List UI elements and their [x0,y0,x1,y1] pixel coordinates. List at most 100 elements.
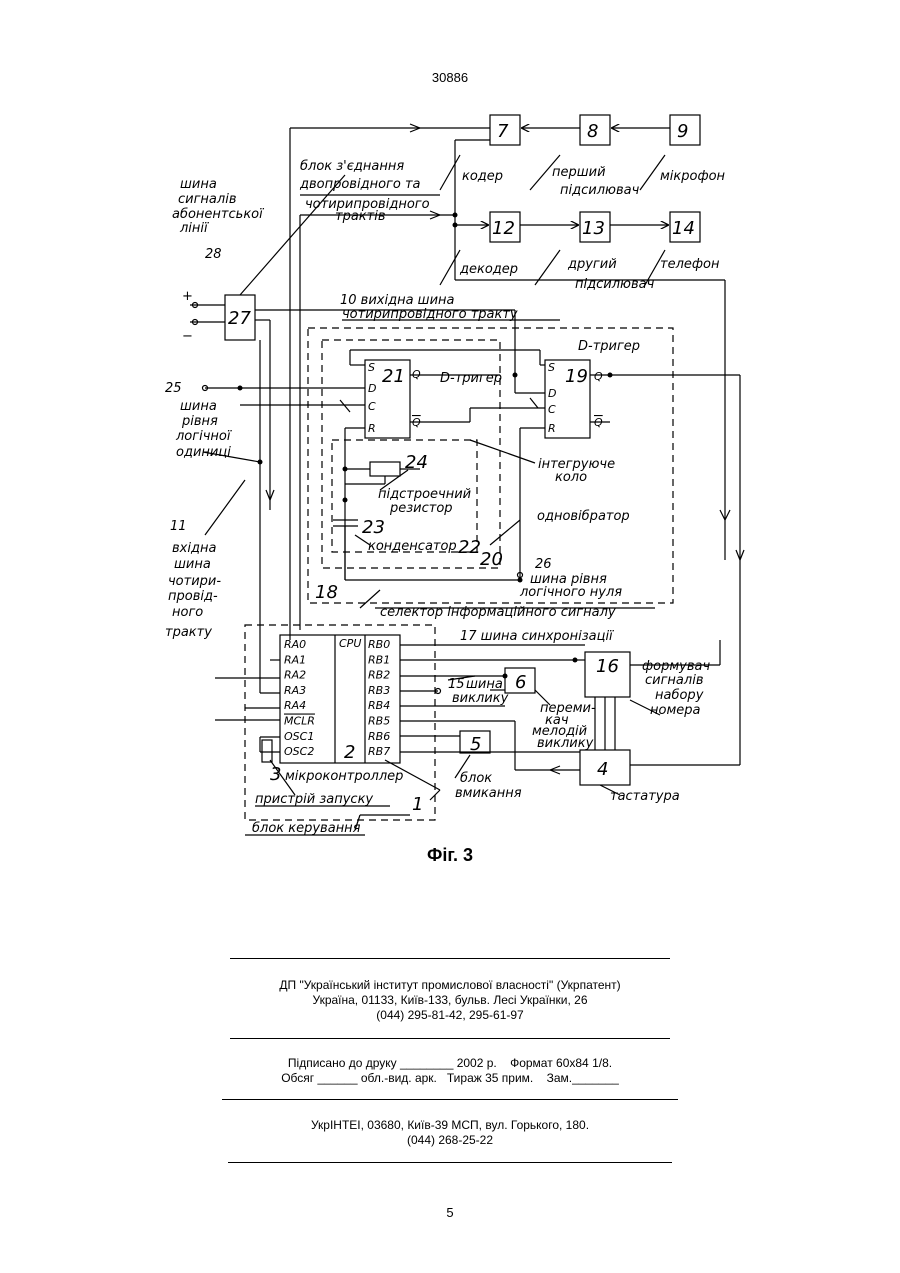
label-vkhidna-3: чотири- [168,574,221,589]
label-telefon: телефон [660,257,720,272]
figure-caption: Фіг. 3 [0,845,900,866]
label-nul-2: логічного нуля [519,585,622,600]
divider-1 [230,958,670,959]
cpu-pin-rb6: RB6 [368,730,390,743]
label-vkhidna-2: шина [174,557,211,572]
cpu-pin-rb1: RB1 [368,653,390,666]
ff19-pin-q: Q [594,370,603,383]
label-vkhidna-1: вхідна [172,541,216,556]
label-vyklyku-1: шина [466,677,503,692]
label-tastatura: тастатура [610,789,680,804]
label-peremykach-4: виклику [537,736,594,751]
ff21-pin-c: C [368,400,376,413]
label-blok-zednannia-1: блок з'єднання [300,159,404,174]
ff21-pin-q: Q [412,368,421,381]
label-shyna-sygnaliv-1: шина [180,177,217,192]
block-18-number: 18 [315,582,338,603]
label-mikrokontroller: мікроконтроллер [285,769,403,784]
page-number-bottom: 5 [0,1205,900,1220]
imprint-line-3: (044) 295-81-42, 295-61-97 [0,1008,900,1023]
label-kondensator: конденсатор [368,539,457,554]
ff19-pin-d: D [548,387,556,400]
circuit-diagram: 7 8 9 12 13 14 27 21 19 16 6 5 4 3 2 24 … [0,0,900,860]
label-blok-vmykannia-2: вмикання [455,786,522,801]
label-n25: 25 [165,381,182,396]
block-8-number: 8 [587,121,598,142]
imprint-line-6: УкрІНТЕІ, 03680, Київ-39 МСП, вул. Горьк… [0,1118,900,1133]
label-n28: 28 [205,247,222,262]
imprint-line-2: Україна, 01133, Київ-133, бульв. Лесі Ук… [0,993,900,1008]
divider-2 [230,1038,670,1039]
imprint-line-4: Підписано до друку ________ 2002 р. Форм… [0,1056,900,1071]
label-plus: + [182,289,193,304]
block-2-number: 2 [344,742,355,763]
block-1-number: 1 [412,794,423,815]
block-9-number: 9 [677,121,688,142]
cpu-pin-rb4: RB4 [368,699,390,712]
label-formuvach-1: формувач [642,659,710,674]
block-4-number: 4 [597,759,608,780]
ff19-pin-c: C [548,403,556,416]
imprint-line-1: ДП "Український інститут промислової вла… [0,978,900,993]
cpu-pin-ra1: RA1 [284,653,306,666]
cpu-pin-rb0: RB0 [368,638,390,651]
label-pershyi: перший [552,165,606,180]
cpu-pin-rb5: RB5 [368,715,390,728]
block-24-number: 24 [405,452,428,473]
label-blok-zednannia-2: двопровідного та [299,177,421,192]
label-n26: 26 [535,557,552,572]
block-12-number: 12 [492,218,515,239]
cpu-pin-ra3: RA3 [284,684,306,697]
ff21-pin-s: S [368,361,375,374]
block-3-number: 3 [270,764,281,785]
label-shyna-rivnia-1: шина [180,399,217,414]
label-vkhidna-5: ного [172,605,203,620]
label-shyna-rivnia-3: логічної [175,429,232,444]
label-blok-zednannia-4: трактів [335,209,386,224]
label-shyna-rivnia-2: рівня [181,414,218,429]
label-odnovibrator: одновібратор [537,509,630,524]
label-vykhidna-2: чотирипровідного тракту [342,307,518,322]
block-14-number: 14 [672,218,695,239]
label-shyna-rivnia-4: одиниці [176,445,231,460]
label-pidsyliuvach2: підсилювач [575,277,655,292]
ff19-pin-r: R [548,422,556,435]
cpu-pin-mclr: MCLR [284,715,315,728]
cpu-label: CPU [339,637,361,650]
cpu-pin-ra0: RA0 [284,638,306,651]
divider-3 [222,1099,678,1100]
label-prystrii-zapusku: пристрій запуску [255,792,373,807]
label-selektor: селектор інформаційного сигналу [380,605,616,620]
label-dekoder: декодер [459,262,518,277]
label-pidsyliuvach1: підсилювач [560,183,640,198]
block-13-number: 13 [582,218,605,239]
ff21-pin-d: D [368,382,376,395]
label-synkhronizatsii: 17 шина синхронізації [460,629,614,644]
label-formuvach-3: набору [655,688,704,703]
cpu-pin-osc1: OSC1 [284,730,314,743]
block-19-number: 19 [565,366,588,387]
block-20-number: 20 [480,549,503,570]
cpu-pin-rb2: RB2 [368,669,390,682]
label-druhyi: другий [567,257,617,272]
label-vykhidna-1: 10 вихідна шина [340,293,455,308]
label-shyna-sygnaliv-3: абонентської [172,207,264,222]
block-6-number: 6 [515,672,526,693]
cpu-pin-ra2: RA2 [284,669,306,682]
cpu-pin-rb3: RB3 [368,684,390,697]
block-7-number: 7 [497,121,509,142]
label-minus: − [182,329,193,344]
label-shyna-sygnaliv-4: лінії [179,221,209,236]
label-blok-keruvannia: блок керування [252,821,361,836]
block-27-number: 27 [228,308,251,329]
label-mikrofon: мікрофон [660,169,726,184]
ff21-pin-r: R [368,422,376,435]
ff19-pin-s: S [548,361,555,374]
label-koder: кодер [462,169,503,184]
cpu-pin-ra4: RA4 [284,699,306,712]
label-pidstroiechnyi-1: підстроечний [378,487,471,502]
block-5-number: 5 [470,734,481,755]
label-vkhidna-4: провід- [168,589,218,604]
cpu-pin-osc2: OSC2 [284,745,314,758]
block-23-number: 23 [362,517,385,538]
